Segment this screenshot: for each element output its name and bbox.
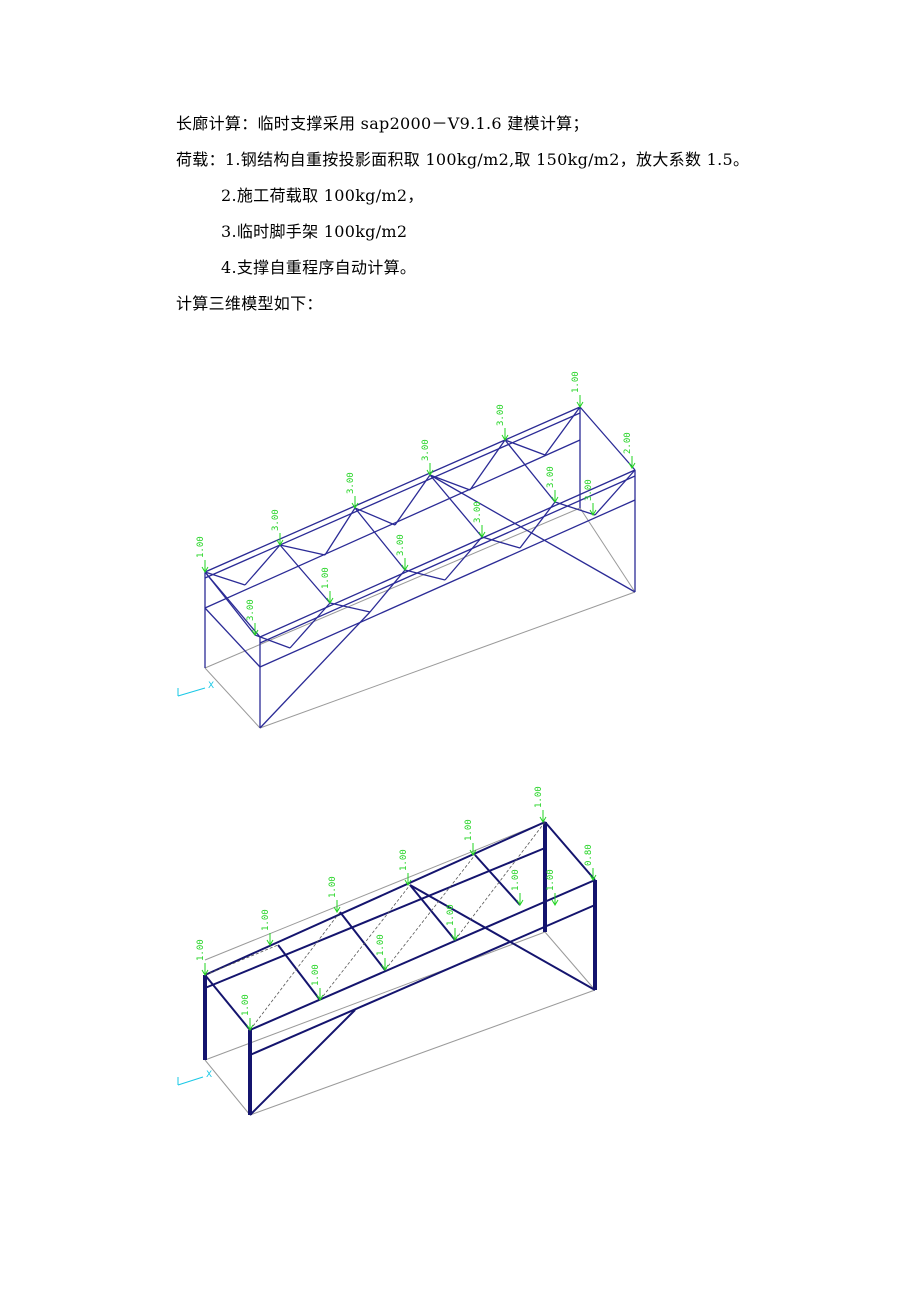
load-arrowhead bbox=[381, 964, 389, 971]
axis-indicator-2: X bbox=[177, 1070, 212, 1086]
load-arrowhead bbox=[451, 934, 459, 941]
text-line-5: 4.支撑自重程序自动计算。 bbox=[221, 258, 417, 277]
load-arrowhead bbox=[478, 531, 486, 538]
load-label: 3.00 bbox=[396, 534, 406, 556]
load-arrowhead bbox=[576, 401, 584, 408]
text-line-4: 3.临时脚手架 100kg/m2 bbox=[221, 222, 408, 241]
load-arrowhead bbox=[628, 462, 636, 469]
load-label: 1.00 bbox=[571, 371, 581, 393]
load-label: 1.00 bbox=[464, 819, 474, 841]
load-labels-1: 1.00 3.00 3.00 3.00 3.00 1.00 3.00 1.00 3.00 3.00… bbox=[196, 371, 636, 636]
load-arrowhead bbox=[316, 994, 324, 1001]
load-arrowhead bbox=[201, 969, 209, 976]
load-label: 1.00 bbox=[311, 964, 321, 986]
load-arrowhead bbox=[246, 1024, 254, 1031]
load-arrowhead bbox=[551, 899, 559, 906]
load-label: 1.00 bbox=[511, 869, 521, 891]
load-label: 1.00 bbox=[446, 904, 456, 926]
axis-indicator-1: X bbox=[177, 681, 214, 697]
load-label: 1.00 bbox=[321, 567, 331, 589]
load-arrowhead bbox=[201, 566, 209, 573]
load-arrowhead bbox=[266, 939, 274, 946]
axis-x-label-2: X bbox=[206, 1070, 212, 1080]
load-label: 1.00 bbox=[241, 994, 251, 1016]
truss-members bbox=[204, 406, 636, 729]
load-arrowhead bbox=[251, 629, 259, 636]
load-arrowhead bbox=[326, 597, 334, 604]
load-arrowhead bbox=[276, 539, 284, 546]
load-label: 3.00 bbox=[271, 509, 281, 531]
axis-x-label-1: X bbox=[208, 681, 214, 691]
load-arrowhead bbox=[589, 874, 597, 881]
text-line-1: 长廊计算：临时支撑采用 sap2000－V9.1.6 建模计算； bbox=[176, 114, 589, 133]
load-label: 1.00 bbox=[376, 934, 386, 956]
load-arrowhead bbox=[539, 816, 547, 823]
load-label: 1.00 bbox=[196, 536, 206, 558]
load-label: 3.00 bbox=[546, 466, 556, 488]
load-label: 1.00 bbox=[328, 876, 338, 898]
load-arrowhead bbox=[501, 434, 509, 441]
load-arrowhead bbox=[516, 899, 524, 906]
text-line-2: 荷载：1.钢结构自重按投影面积取 100kg/m2,取 150kg/m2，放大系… bbox=[176, 150, 750, 169]
truss-members-2 bbox=[204, 821, 596, 1116]
load-arrowhead bbox=[404, 879, 412, 886]
dashed-members bbox=[204, 821, 546, 1031]
load-label: 3.00 bbox=[421, 439, 431, 461]
load-label: 1.00 bbox=[196, 939, 206, 961]
load-label: 3.00 bbox=[246, 599, 256, 621]
load-label: 3.00 bbox=[473, 501, 483, 523]
load-label: 1.00 bbox=[261, 909, 271, 931]
load-label: 3.00 bbox=[346, 472, 356, 494]
load-label: 3.00 bbox=[584, 479, 594, 501]
load-arrowhead bbox=[551, 496, 559, 503]
load-label: 1.00 bbox=[399, 849, 409, 871]
load-label: 1.00 bbox=[534, 786, 544, 808]
load-arrowhead bbox=[426, 469, 434, 476]
load-arrowhead bbox=[469, 849, 477, 856]
load-arrowhead bbox=[401, 564, 409, 571]
load-labels-2: 1.00 1.00 1.00 1.00 1.00 1.00 1.00 1.00 1.00 1.00… bbox=[196, 786, 597, 1031]
load-label: 2.00 bbox=[623, 432, 633, 454]
text-line-6: 计算三维模型如下： bbox=[176, 294, 323, 313]
heavy-columns bbox=[203, 822, 597, 1115]
load-label: 0.80 bbox=[584, 844, 594, 866]
load-arrowhead bbox=[333, 906, 341, 913]
text-line-3: 2.施工荷载取 100kg/m2， bbox=[221, 186, 424, 205]
load-arrowhead bbox=[589, 509, 597, 516]
load-label: 1.00 bbox=[546, 869, 556, 891]
load-label: 3.00 bbox=[496, 404, 506, 426]
load-arrowhead bbox=[351, 502, 359, 509]
